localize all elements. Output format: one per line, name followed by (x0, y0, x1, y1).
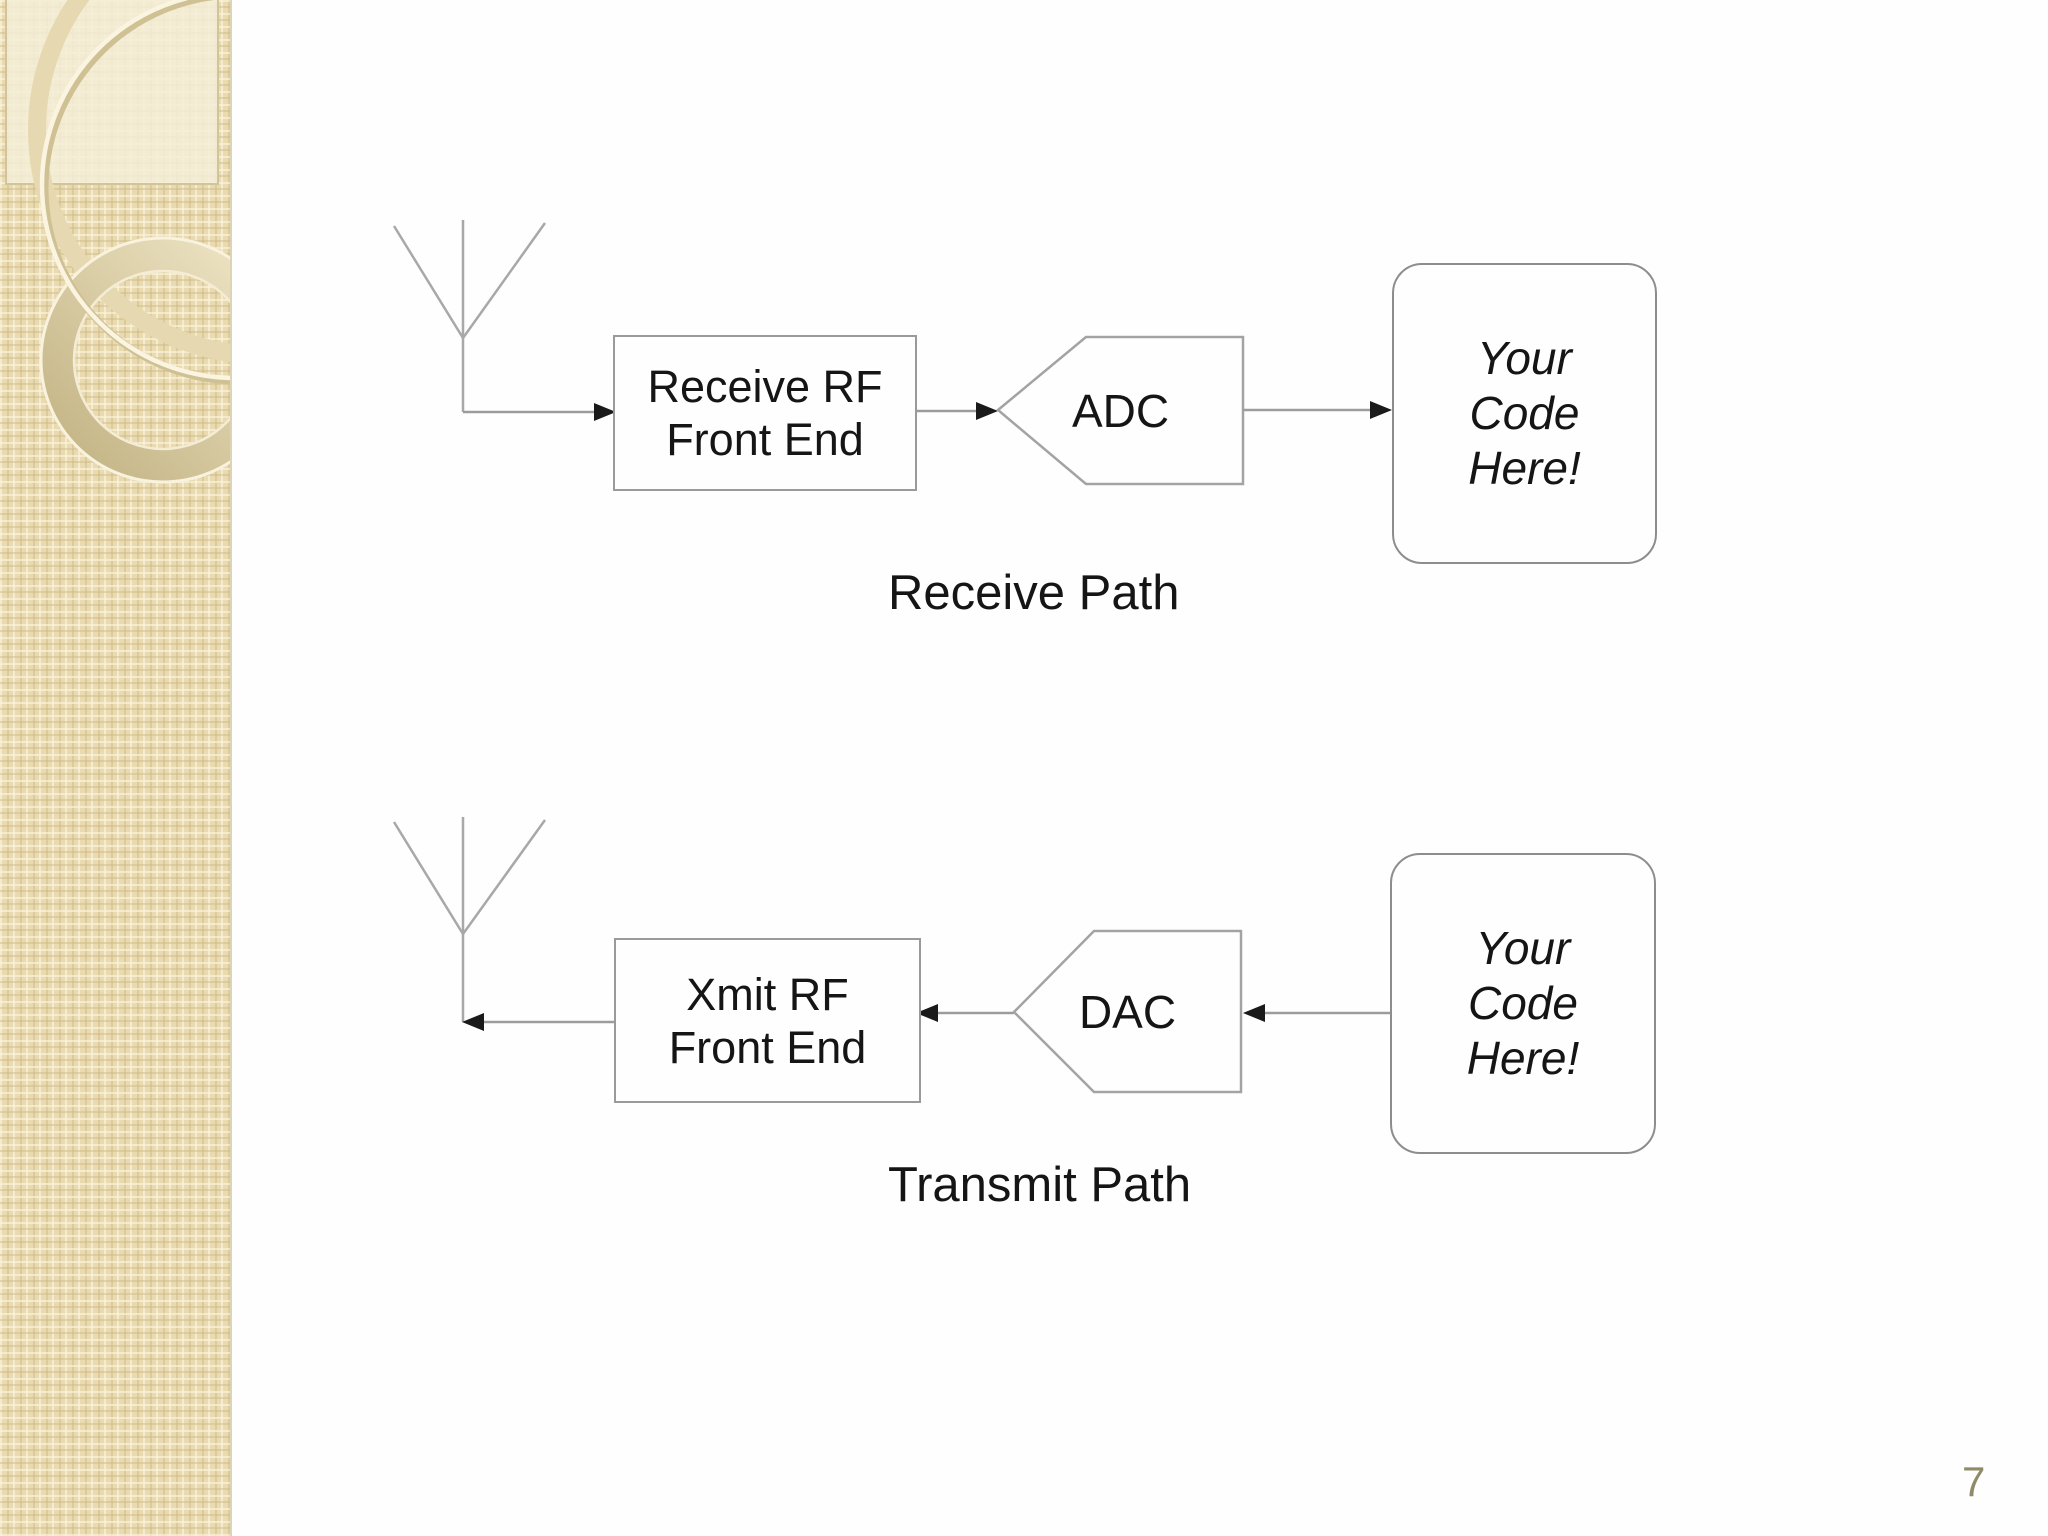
your-code-here-box-transmit: Your Code Here! (1390, 853, 1656, 1154)
sidebar-decoration-art (5, 0, 230, 484)
code-box-to-dac-arrow (1243, 1004, 1390, 1022)
dac-to-xmit-box-arrow (916, 1004, 1014, 1022)
adc-label: ADC (1071, 384, 1170, 437)
adc-to-code-box-arrow (1243, 401, 1392, 419)
xmit-rf-front-end-box: Xmit RF Front End (614, 938, 921, 1103)
xmit-box-to-antenna-arrow (462, 1013, 614, 1031)
receive-path-caption: Receive Path (888, 566, 1180, 620)
dac-label: DAC (1078, 985, 1177, 1038)
ring-decoration (39, 236, 230, 484)
receive-antenna-icon (392, 220, 547, 412)
receive-rf-front-end-box: Receive RF Front End (613, 335, 917, 491)
antenna-to-receive-box-arrow (463, 403, 616, 421)
sidebar-decoration (0, 0, 232, 1536)
dac-pentagon-shape (1012, 929, 1243, 1094)
transmit-path-caption: Transmit Path (888, 1158, 1192, 1212)
transmit-antenna-icon (392, 817, 547, 1022)
receive-box-to-adc-arrow (914, 402, 998, 420)
page-number: 7 (1962, 1458, 1986, 1505)
crescent-band-decoration (28, 0, 230, 362)
circle-decoration (39, 0, 230, 385)
your-code-here-box-receive: Your Code Here! (1392, 263, 1657, 564)
